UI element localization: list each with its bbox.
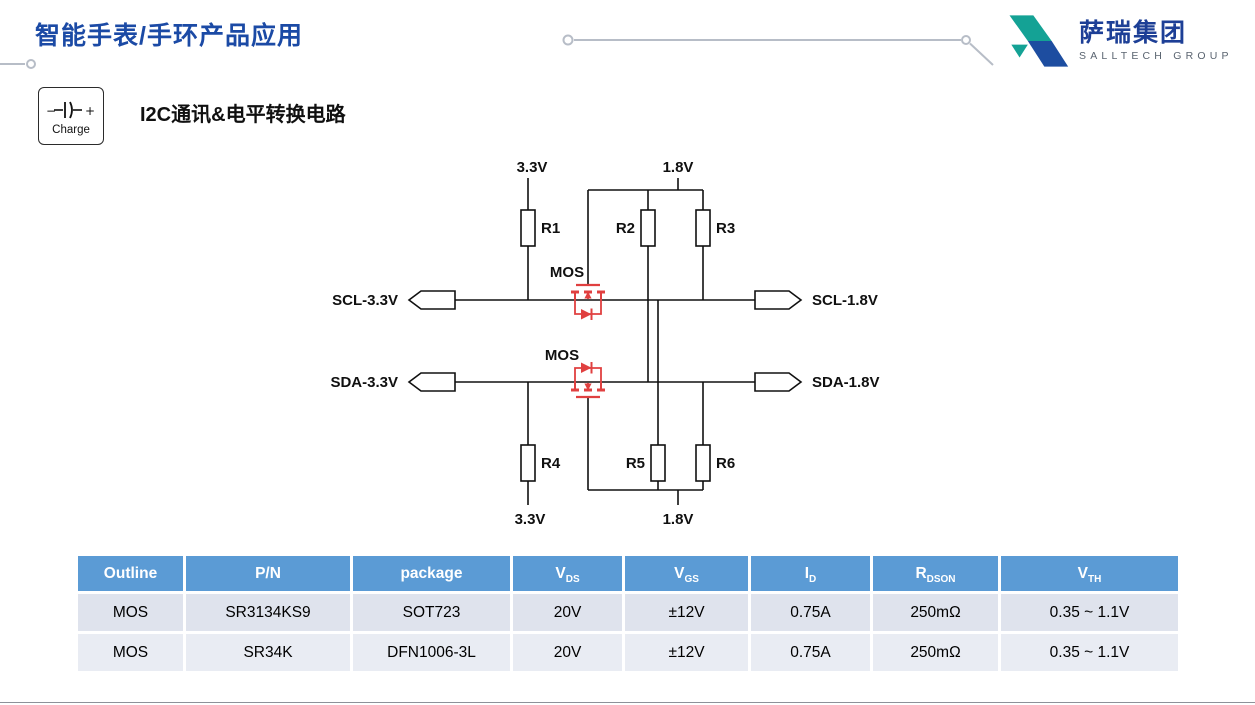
logo-name-en: SALLTECH GROUP xyxy=(1079,50,1233,63)
table-cell: 0.35 ~ 1.1V xyxy=(1001,594,1178,631)
circuit-wires xyxy=(455,178,755,505)
table-cell: 0.75A xyxy=(751,594,870,631)
resistor-label-r5: R5 xyxy=(626,455,645,472)
resistor-label-r4: R4 xyxy=(541,455,561,472)
resistor-r6 xyxy=(695,444,711,482)
resistor-r1 xyxy=(520,209,536,247)
table-cell: 0.75A xyxy=(751,634,870,671)
table-cell: SOT723 xyxy=(353,594,510,631)
table-cell: ±12V xyxy=(625,594,748,631)
resistor-r3 xyxy=(695,209,711,247)
table-cell: 20V xyxy=(513,634,622,671)
table-cell: 20V xyxy=(513,594,622,631)
deco-node-icon xyxy=(562,34,574,46)
mosfet-sda-icon xyxy=(571,362,605,399)
deco-node-icon xyxy=(26,59,36,69)
charge-icon-box: − + Charge xyxy=(38,87,104,145)
port-label-scl-right: SCL-1.8V xyxy=(812,292,878,309)
table-cell: 250mΩ xyxy=(873,594,998,631)
table-cell: MOS xyxy=(78,594,183,631)
page-title: 智能手表/手环产品应用 xyxy=(35,22,303,50)
logo-mark-icon xyxy=(1009,15,1069,67)
rail-label-bottom-left: 3.3V xyxy=(515,511,546,528)
mos-label-1: MOS xyxy=(550,264,584,281)
section-heading: I2C通讯&电平转换电路 xyxy=(140,104,346,126)
resistor-label-r2: R2 xyxy=(616,220,635,237)
table-cell: 250mΩ xyxy=(873,634,998,671)
mos-label-2: MOS xyxy=(545,347,579,364)
resistor-r5 xyxy=(650,444,666,482)
table-cell: SR34K xyxy=(186,634,350,671)
table-header-pn: P/N xyxy=(186,556,350,591)
port-connectors xyxy=(407,290,803,392)
port-scl-right-icon xyxy=(754,290,803,310)
resistor-r4 xyxy=(520,444,536,482)
table-header-outline: Outline xyxy=(78,556,183,591)
battery-plus-sign: + xyxy=(85,104,95,118)
company-logo: 萨瑞集团 SALLTECH GROUP xyxy=(1004,12,1233,70)
port-scl-left-icon xyxy=(407,290,456,310)
table-header-package: package xyxy=(353,556,510,591)
port-sda-left-icon xyxy=(407,372,456,392)
resistor-label-r3: R3 xyxy=(716,220,735,237)
charge-label: Charge xyxy=(52,123,90,136)
logo-name-cn: 萨瑞集团 xyxy=(1079,18,1188,47)
table-cell: DFN1006-3L xyxy=(353,634,510,671)
table-cell: MOS xyxy=(78,634,183,671)
table-cell: ±12V xyxy=(625,634,748,671)
rail-label-bottom-right: 1.8V xyxy=(663,511,694,528)
resistor-r2 xyxy=(640,209,656,247)
circuit-diagram: 3.3V 1.8V 3.3V 1.8V R1 R2 R3 R4 R5 R6 MO… xyxy=(330,159,880,528)
rail-label-top-right: 1.8V xyxy=(663,159,694,176)
battery-charge-icon: − + xyxy=(46,101,95,118)
port-label-scl-left: SCL-3.3V xyxy=(332,292,398,309)
slide-bottom-border xyxy=(0,702,1255,703)
resistor-label-r6: R6 xyxy=(716,455,735,472)
rail-label-top-left: 3.3V xyxy=(517,159,548,176)
resistor-label-r1: R1 xyxy=(541,220,560,237)
deco-node-icon xyxy=(961,35,971,45)
resistors xyxy=(520,209,711,482)
port-label-sda-left: SDA-3.3V xyxy=(330,374,398,391)
battery-minus-sign: − xyxy=(46,104,56,118)
port-label-sda-right: SDA-1.8V xyxy=(812,374,880,391)
table-cell: SR3134KS9 xyxy=(186,594,350,631)
port-sda-right-icon xyxy=(754,372,803,392)
table-cell: 0.35 ~ 1.1V xyxy=(1001,634,1178,671)
mosfet-scl-icon xyxy=(571,283,605,320)
